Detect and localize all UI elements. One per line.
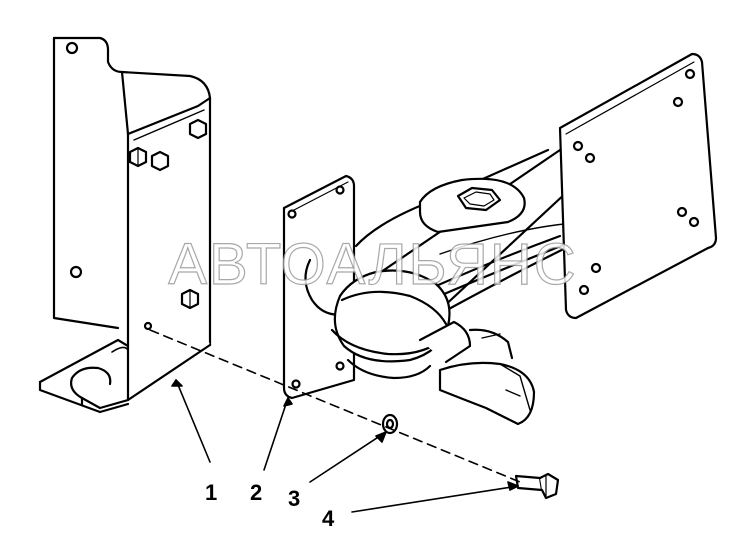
bracket-bolts [128, 118, 208, 310]
callout-1: 1 [205, 480, 218, 505]
part-4-bolt [514, 472, 560, 500]
assembly-axis [149, 329, 521, 483]
callout-2: 2 [250, 480, 263, 505]
leader-lines [171, 379, 519, 513]
articulating-arm [304, 148, 587, 426]
callout-4: 4 [322, 506, 335, 531]
callout-3: 3 [288, 486, 301, 511]
vesa-plate [558, 52, 718, 320]
watermark-text: АВТОАЛЬЯНС [168, 232, 578, 297]
part-1-bracket [38, 36, 212, 414]
